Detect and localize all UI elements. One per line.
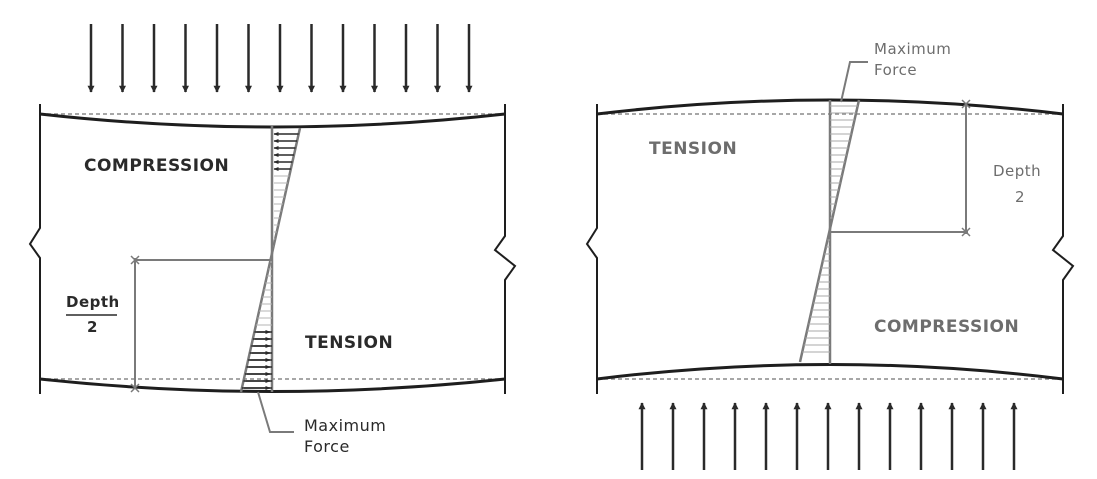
right-beam: TENSION COMPRESSION Depth 2 Maximum Forc…	[585, 40, 1075, 470]
right-max-force-line2: Force	[874, 61, 917, 79]
right-compression-label: COMPRESSION	[874, 317, 1019, 337]
left-tension-stress-arrows	[241, 261, 272, 390]
right-beam-right-break	[1051, 104, 1075, 394]
left-tension-label: TENSION	[305, 333, 393, 353]
left-compression-label: COMPRESSION	[84, 156, 229, 176]
right-bottom-edge	[596, 363, 1064, 381]
left-depth-tick-top	[130, 255, 140, 265]
left-max-force-line2: Force	[304, 437, 350, 456]
right-depth-tick-bottom	[961, 227, 971, 237]
left-beam-right-break	[493, 104, 517, 394]
right-compression-stress-marks	[802, 239, 830, 353]
right-tension-label: TENSION	[649, 139, 737, 159]
left-depth-tick-bottom	[130, 383, 140, 393]
left-load-arrows	[87, 24, 473, 93]
left-beam-left-break	[28, 104, 41, 394]
right-tension-stress-marks	[830, 105, 858, 219]
left-beam: COMPRESSION TENSION Depth 2 Maximum Forc…	[28, 24, 517, 456]
right-depth-divisor: 2	[1015, 188, 1025, 206]
right-load-arrows	[638, 402, 1018, 470]
left-compression-stress-arrows	[273, 132, 299, 247]
left-max-force-line1: Maximum	[304, 416, 386, 435]
right-max-force-leader	[840, 61, 868, 103]
right-beam-left-break	[585, 104, 598, 394]
left-max-force-leader	[257, 391, 294, 433]
right-max-force-line1: Maximum	[874, 40, 951, 58]
left-depth-divisor: 2	[87, 318, 98, 336]
left-depth-label: Depth	[66, 293, 120, 311]
right-depth-tick-top	[961, 99, 971, 109]
left-top-edge	[39, 112, 506, 129]
right-depth-label: Depth	[993, 162, 1041, 180]
right-stress-line	[798, 99, 861, 363]
